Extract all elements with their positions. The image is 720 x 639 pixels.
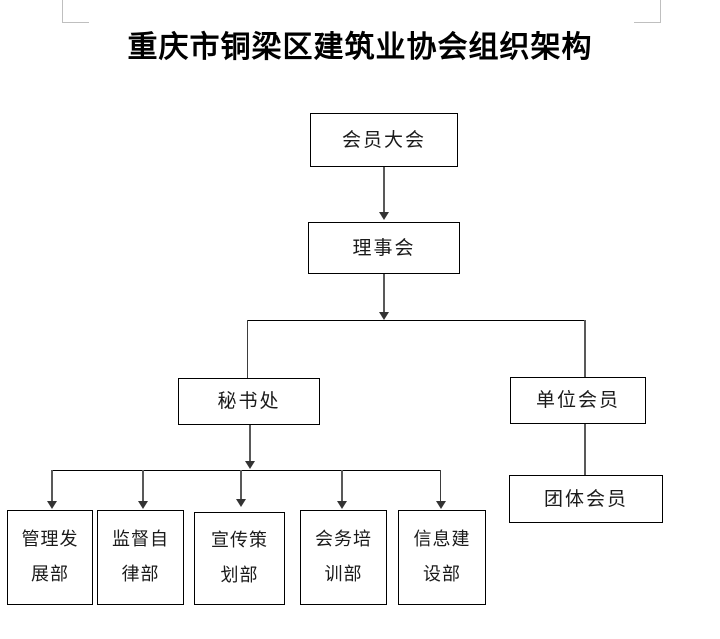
page-title: 重庆市铜梁区建筑业协会组织架构: [127, 30, 593, 65]
arrowhead-dept-5: [436, 501, 446, 509]
page-corner-mark-top-left: [62, 0, 89, 23]
arrowhead-dept-1: [47, 501, 57, 509]
dept-3-line-1: 宣传策: [211, 530, 268, 552]
arrowhead-secretariat-to-bus: [245, 461, 255, 469]
connector-bus-drop-unit-member: [584, 320, 586, 377]
node-group-member[interactable]: 团体会员: [509, 475, 663, 523]
edge-assembly-to-council: [383, 167, 385, 214]
connector-drop-dept-2: [142, 470, 144, 503]
connector-drop-dept-4: [341, 470, 343, 503]
connector-drop-dept-5: [440, 470, 441, 503]
arrowhead-dept-4: [337, 501, 347, 509]
dept-2-line-1: 监督自: [112, 529, 169, 551]
dept-1-label: 管理发 展部: [22, 523, 79, 591]
dept-1-line-1: 管理发: [21, 529, 79, 551]
connector-bus-departments: [51, 470, 441, 471]
connector-bus-level3: [247, 320, 585, 321]
dept-4-line-1: 会务培: [315, 529, 372, 551]
edge-unit-member-to-group-member: [584, 424, 586, 475]
arrowhead-dept-2: [138, 501, 148, 509]
arrowhead-dept-3: [236, 499, 246, 507]
dept-5-label: 信息建 设部: [414, 523, 471, 591]
arrowhead-council-to-bus: [379, 312, 389, 320]
page-corner-mark-top-right: [634, 0, 661, 23]
node-council[interactable]: 理事会: [308, 222, 460, 274]
node-dept-supervision-self-discipline[interactable]: 监督自 律部: [97, 510, 184, 605]
arrowhead-assembly-to-council: [379, 212, 389, 220]
node-dept-conference-training[interactable]: 会务培 训部: [300, 510, 387, 605]
node-dept-management-development[interactable]: 管理发 展部: [7, 510, 93, 605]
node-unit-member[interactable]: 单位会员: [510, 377, 646, 424]
connector-bus-drop-secretariat: [247, 320, 248, 378]
dept-5-line-1: 信息建: [413, 529, 471, 551]
edge-secretariat-to-bus: [249, 425, 251, 463]
dept-2-label: 监督自 律部: [112, 523, 169, 591]
node-secretariat[interactable]: 秘书处: [178, 378, 320, 425]
dept-2-line-2: 律部: [121, 563, 160, 585]
dept-4-label: 会务培 训部: [315, 523, 372, 591]
connector-drop-dept-1: [51, 470, 53, 503]
dept-4-line-2: 训部: [324, 563, 363, 585]
node-dept-publicity-planning[interactable]: 宣传策 划部: [194, 512, 285, 605]
node-general-assembly[interactable]: 会员大会: [310, 113, 458, 167]
dept-3-line-2: 划部: [220, 564, 259, 586]
dept-1-line-2: 展部: [31, 563, 69, 585]
node-dept-information-construction[interactable]: 信息建 设部: [398, 510, 486, 605]
connector-drop-dept-3: [240, 470, 242, 501]
dept-3-label: 宣传策 划部: [211, 524, 268, 592]
edge-council-to-bus: [383, 274, 385, 316]
dept-5-line-2: 设部: [423, 563, 461, 585]
